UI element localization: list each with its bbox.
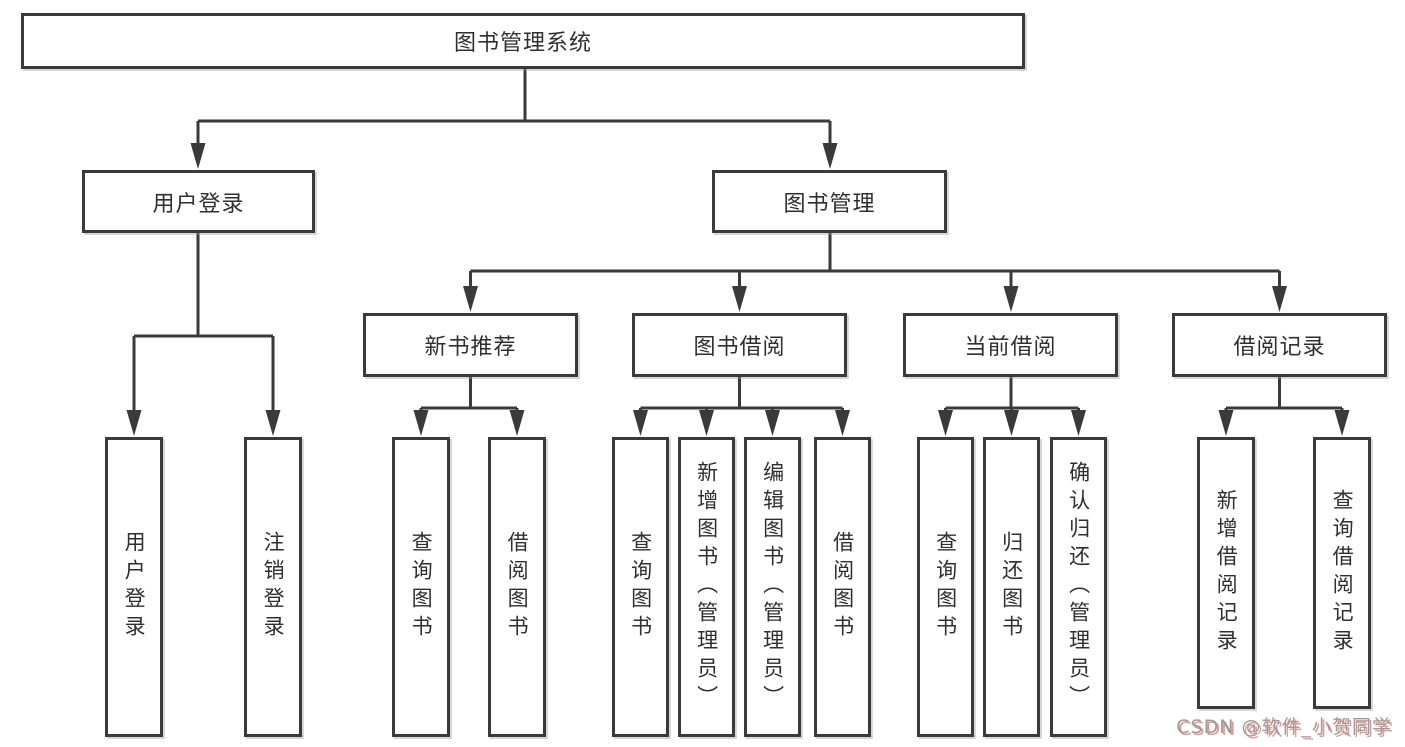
node-book-borrow: 图书借阅 — [632, 313, 847, 377]
leaf-logout: 注销登录 — [244, 437, 302, 737]
node-current-borrow: 当前借阅 — [903, 313, 1118, 377]
leaf-add-book-admin: 新增图书（管理员） — [678, 437, 735, 737]
node-new-book-recommend: 新书推荐 — [363, 313, 578, 377]
node-book-management: 图书管理 — [712, 170, 947, 233]
leaf-query-books-current: 查询图书 — [917, 437, 974, 737]
leaf-add-borrow-record: 新增借阅记录 — [1197, 437, 1255, 709]
node-library-system: 图书管理系统 — [21, 13, 1025, 69]
leaf-edit-book-admin: 编辑图书（管理员） — [744, 437, 801, 737]
leaf-user-login: 用户登录 — [105, 437, 163, 737]
leaf-query-borrow-record: 查询借阅记录 — [1313, 437, 1371, 709]
leaf-query-books-recommend: 查询图书 — [392, 437, 450, 737]
leaf-confirm-return-admin: 确认归还（管理员） — [1050, 437, 1107, 737]
leaf-borrow-books: 借阅图书 — [814, 437, 871, 737]
leaf-borrow-books-recommend: 借阅图书 — [488, 437, 546, 737]
leaf-query-books-borrow: 查询图书 — [612, 437, 669, 737]
csdn-watermark: CSDN @软件_小贺同学 — [1176, 716, 1392, 738]
leaf-return-books: 归还图书 — [983, 437, 1040, 737]
node-user-login: 用户登录 — [82, 170, 315, 233]
node-borrow-records: 借阅记录 — [1172, 313, 1387, 377]
